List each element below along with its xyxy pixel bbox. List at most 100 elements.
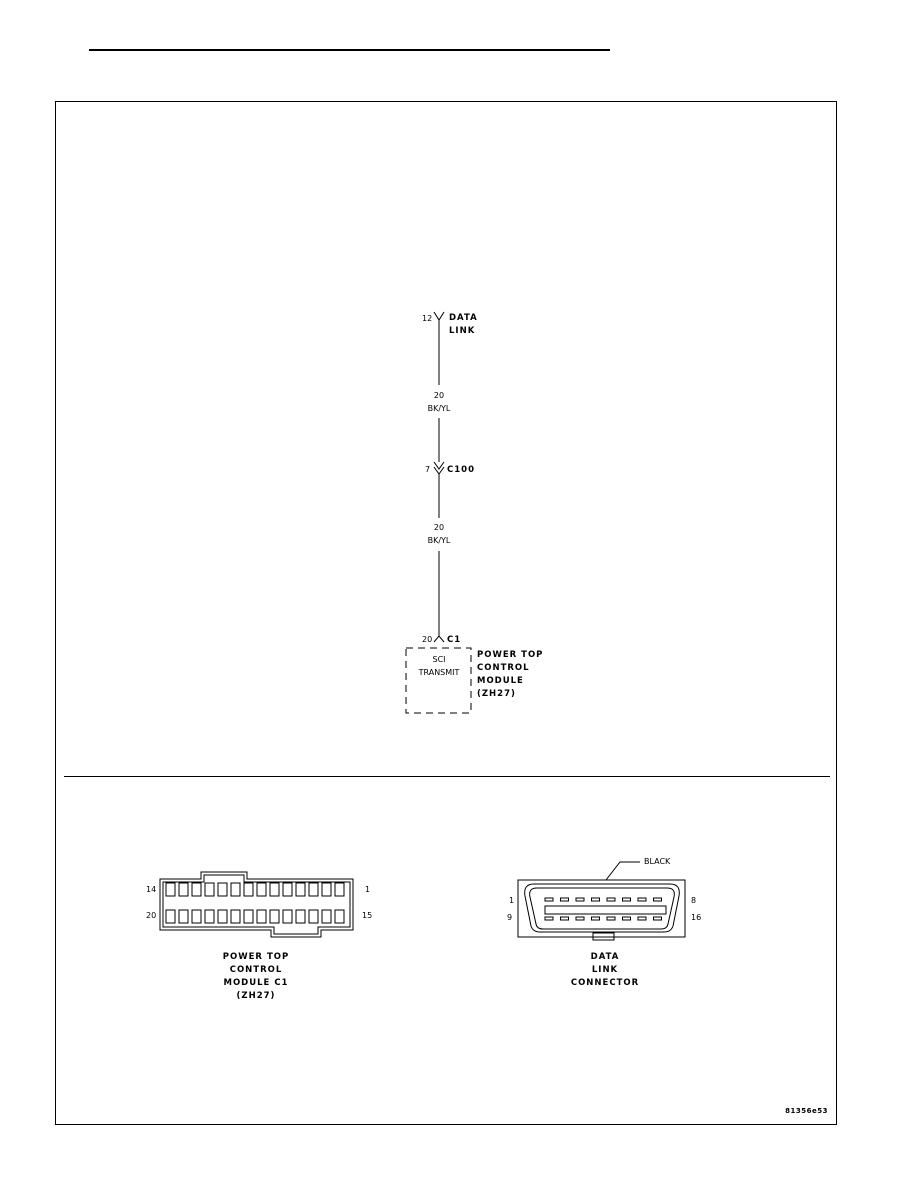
ptcm-connector [159,871,354,938]
module-name-2: CONTROL [477,663,530,673]
dlc-trapezoid-inner [529,887,675,930]
dlc-pin-cavity [622,916,631,921]
ptcm-cavity [165,882,176,897]
ptcm-cavity [243,909,254,924]
ptcm-cavity [269,882,280,897]
c100-pin: 7 [425,465,430,474]
dlc-pin-top-right: 8 [691,896,696,905]
ptcm-cavity [308,909,319,924]
dlc-pin-cavity [606,916,616,921]
c100-connector-icon-lower [433,466,445,475]
section-divider [64,776,830,777]
ptcm-cavity [282,882,293,897]
dlc-pin-cavity [637,897,647,902]
ptcm-cavity [282,909,293,924]
dlc-pin-cavity [560,897,569,902]
data-link-label-1: DATA [449,313,478,323]
dlc-label-3: CONNECTOR [571,978,639,988]
ptcm-label-3: MODULE C1 [224,978,289,988]
ptcm-cavity [217,882,228,897]
dlc-pin-cavity [575,897,585,902]
ptcm-module-box [405,647,472,714]
wire1-gauge: 20 [434,391,444,400]
ptcm-cavity [204,909,215,924]
dlc-top-row [544,897,662,902]
ptcm-cavity [308,882,319,897]
ptcm-pin-bottom-right: 15 [362,911,372,920]
dlc-latch-tab [592,932,615,941]
ptcm-connector-labels: 14 1 20 15 POWER TOP CONTROL MODULE C1 (… [146,885,372,1001]
c1-pin: 20 [422,635,432,644]
ptcm-cavity [230,909,241,924]
ptcm-top-row [165,882,345,897]
ptcm-cavity [321,882,332,897]
ptcm-connector-inner-outline [162,874,351,935]
dlc-pin-cavity [544,916,554,921]
ptcm-pin-top-right: 1 [365,885,370,894]
ptcm-cavity [321,909,332,924]
c100-connector-icon [433,461,445,470]
ptcm-label-1: POWER TOP [223,952,289,962]
ptcm-bottom-row [165,909,345,924]
c1-terminal-icon [433,635,445,643]
dlc-label-1: DATA [591,952,620,962]
ptcm-cavity [178,882,189,897]
schematic [405,311,472,714]
ptcm-cavity [165,909,176,924]
dlc-pin-cavity [653,897,662,902]
ptcm-cavity [334,882,345,897]
data-link-pin: 12 [422,314,432,323]
ptcm-cavity [295,882,306,897]
module-name-1: POWER TOP [477,650,543,660]
module-name-3: MODULE [477,676,524,686]
dlc-pin-bottom-left: 9 [507,913,512,922]
dlc-label-2: LINK [592,965,618,975]
dlc-pin-top-left: 1 [509,896,514,905]
dlc-color-callout: BLACK [644,857,671,866]
data-link-label-2: LINK [449,326,475,336]
module-function-2: TRANSMIT [418,668,460,677]
ptcm-cavity [191,909,202,924]
ptcm-cavity [204,882,215,897]
wire2-color: BK/YL [428,536,451,545]
dlc-center-key [544,905,667,915]
header-rule [89,49,610,51]
dlc-trapezoid-face [524,883,680,933]
dlc-pin-cavity [591,897,600,902]
dlc-pin-cavity [637,916,647,921]
dlc-outer-shell [517,879,686,938]
ptcm-cavity [256,882,267,897]
dlc-bottom-row [544,916,662,921]
dlc-pin-cavity [544,897,554,902]
c100-label: C100 [447,465,475,475]
ptcm-connector-outline [159,871,354,938]
wire1-color: BK/YL [428,404,451,413]
module-name-4: (ZH27) [477,689,516,699]
ptcm-pin-top-left: 14 [146,885,156,894]
dlc-pin-cavity [575,916,585,921]
dlc-connector [517,861,686,941]
c1-label: C1 [447,635,461,645]
diagram-frame [55,101,837,1125]
ptcm-cavity [178,909,189,924]
ptcm-cavity [269,909,280,924]
figure-id: 81356e53 [785,1107,828,1115]
dlc-pin-cavity [591,916,600,921]
data-link-terminal-icon [433,311,445,321]
dlc-pin-cavity [560,916,569,921]
dlc-pin-cavity [653,916,662,921]
ptcm-cavity [217,909,228,924]
ptcm-cavity [191,882,202,897]
module-function-1: SCI [432,655,445,664]
schematic-labels: 12 DATA LINK 20 BK/YL 7 C100 20 BK/YL 20… [418,313,543,699]
dlc-pin-cavity [606,897,616,902]
dlc-pin-cavity [622,897,631,902]
dlc-connector-labels: BLACK 1 8 9 16 DATA LINK CONNECTOR [507,857,701,988]
ptcm-cavity [243,882,254,897]
black-callout-leader [605,861,640,881]
ptcm-label-2: CONTROL [230,965,283,975]
ptcm-label-4: (ZH27) [237,991,276,1001]
ptcm-cavity [230,882,241,897]
ptcm-cavity [295,909,306,924]
